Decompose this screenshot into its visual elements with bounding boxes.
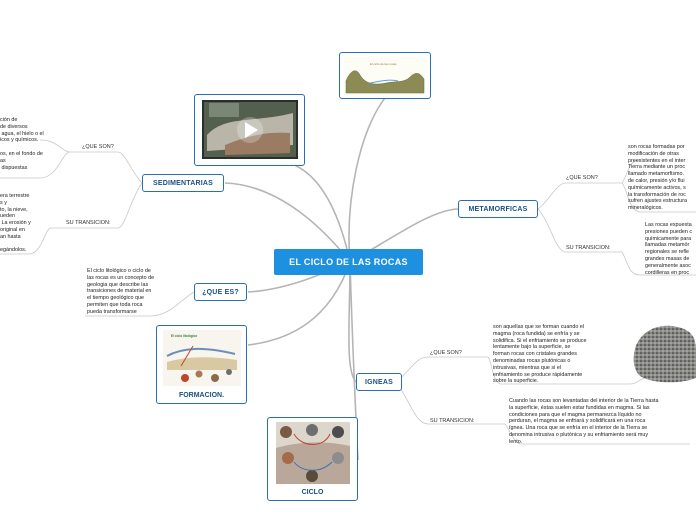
line-center-top-image — [348, 97, 386, 263]
branch-metamorficas-label: METAMORFICAS — [468, 205, 528, 213]
met-transicion-text: Las rocas expuesta presiones pueden c qu… — [645, 222, 693, 276]
sed-transicion-label: SU TRANSICION: — [66, 220, 111, 226]
sed-que-son-label: ¿QUE SON? — [82, 144, 114, 150]
central-topic-label: EL CICLO DE LAS ROCAS — [289, 257, 408, 267]
ciclo-card[interactable]: CICLO — [267, 417, 358, 501]
central-topic[interactable]: EL CICLO DE LAS ROCAS — [274, 249, 423, 275]
ciclo-diagram-image — [276, 422, 350, 484]
ign-que-son-text: son aquellas que se forman cuando el mag… — [493, 324, 587, 385]
ign-que-son-label: ¿QUE SON? — [430, 350, 462, 356]
branch-igneas-label: IGNEAS — [364, 378, 394, 386]
sed-transicion-text: era terrestre s y to, la nieve, ueden La… — [0, 193, 31, 254]
branch-metamorficas[interactable]: METAMORFICAS — [458, 200, 538, 218]
met-que-son-label: ¿QUE SON? — [566, 175, 598, 181]
branch-igneas[interactable]: IGNEAS — [356, 373, 402, 391]
formacion-caption: El ciclo litológico — [171, 334, 197, 338]
formacion-label: FORMACION. — [178, 392, 225, 399]
ign-transicion-label: SU TRANSICION: — [430, 418, 475, 424]
formacion-diagram-image: El ciclo litológico — [163, 330, 241, 386]
granite-rock-image — [632, 320, 696, 384]
play-icon[interactable] — [245, 122, 258, 138]
branch-sedimentarias[interactable]: SEDIMENTARIAS — [142, 174, 224, 192]
branch-que-es-label: ¿QUE ES? — [202, 288, 239, 296]
met-que-son-text: son rocas formadas por modificación de o… — [628, 144, 688, 212]
ign-transicion-text: Cuando las rocas son levantadas del inte… — [509, 398, 659, 445]
que-es-text: El ciclo litológico o ciclo de las rocas… — [87, 268, 155, 315]
video-card[interactable] — [194, 94, 305, 166]
landscape-caption: El ciclo de las rocas — [370, 62, 397, 66]
ciclo-label: CICLO — [301, 489, 324, 496]
branch-sedimentarias-label: SEDIMENTARIAS — [152, 179, 214, 187]
sed-que-son-text-a: ción de de diversos agua, el hielo o el … — [0, 117, 44, 144]
landscape-diagram-image: El ciclo de las rocas — [344, 57, 426, 95]
line-center-formacion — [247, 261, 351, 346]
met-transicion-label: SU TRANSICION: — [566, 245, 611, 251]
formacion-card[interactable]: El ciclo litológico FORMACION. — [156, 325, 247, 404]
sed-que-son-text-b: os, en el fondo de as dispuestas — [0, 151, 43, 171]
video-thumbnail — [202, 100, 298, 159]
landscape-image-card[interactable]: El ciclo de las rocas — [339, 52, 431, 99]
branch-que-es[interactable]: ¿QUE ES? — [194, 283, 247, 301]
